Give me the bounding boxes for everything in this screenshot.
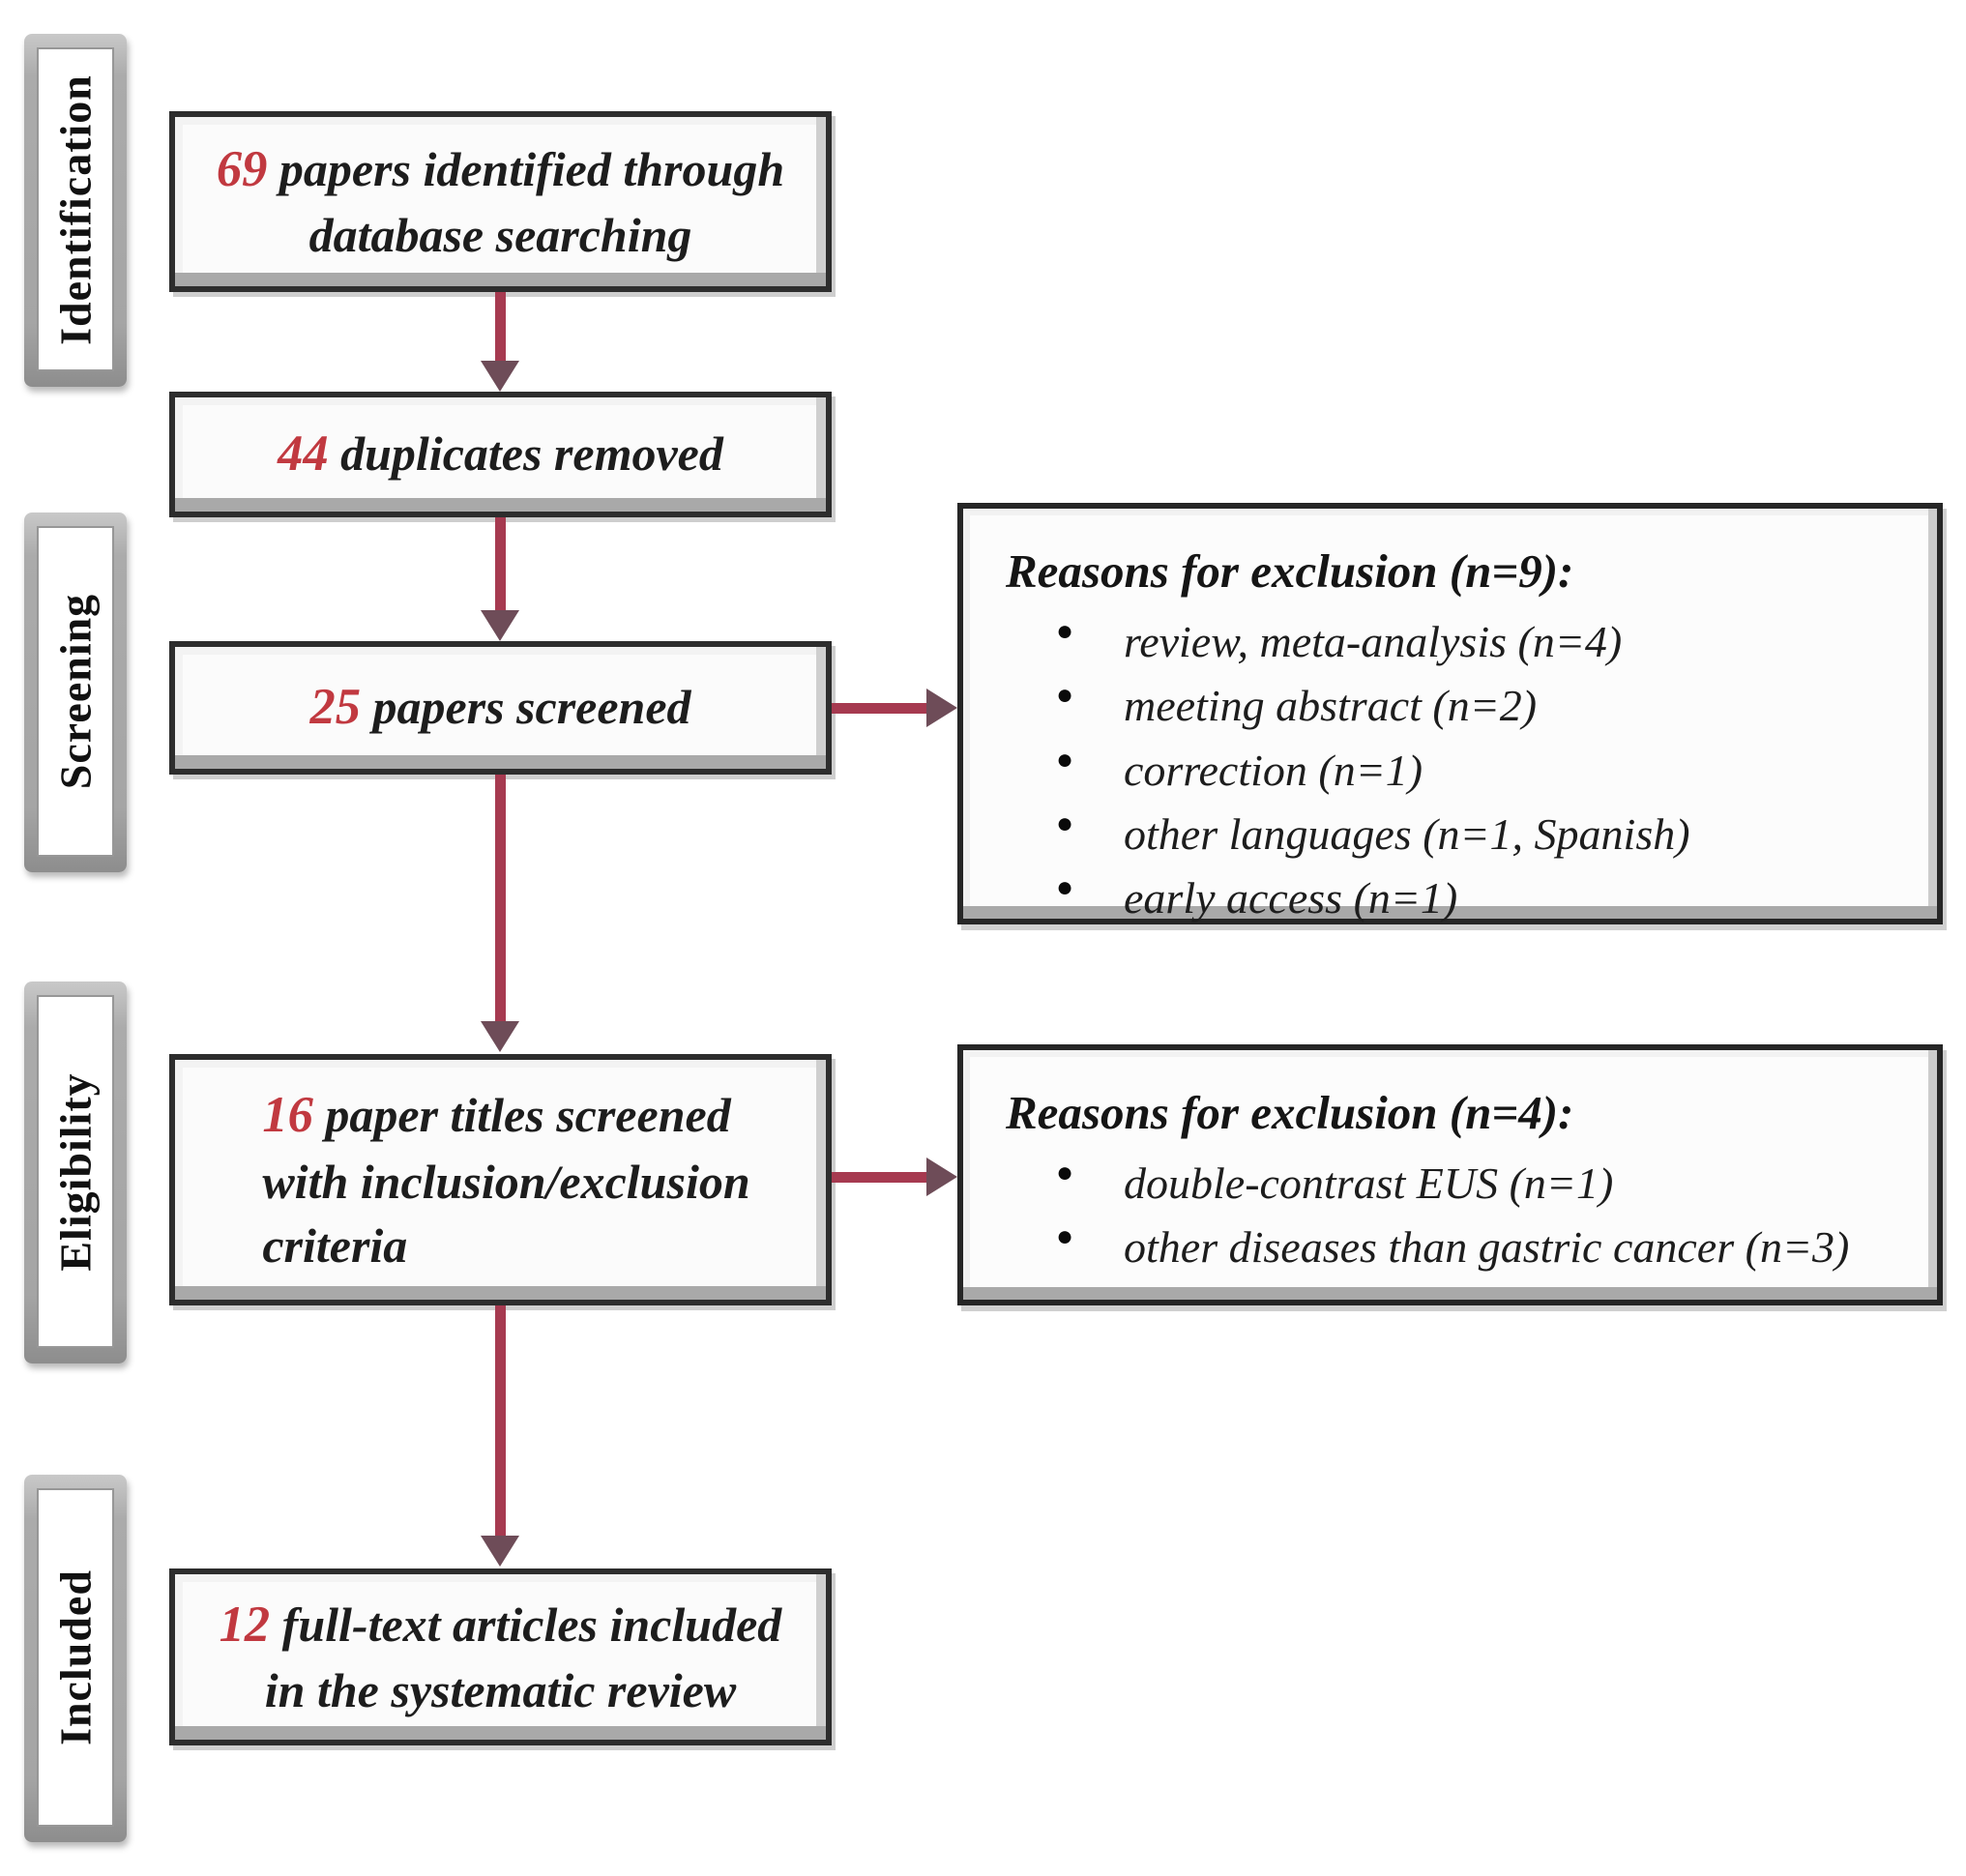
exclusion-reason: double-contrast EUS (n=1) [1124,1158,1614,1209]
bullet-icon: ● [1055,871,1074,904]
flow-box-text: 25 papers screened [284,674,716,741]
arrow-head-icon [481,610,519,641]
record-count: 44 [278,425,329,483]
arrow-head-icon [481,1536,519,1567]
stage-bar-identification: Identification [24,34,127,387]
arrow-shaft [495,1305,506,1539]
exclusion-reason: early access (n=1) [1124,873,1458,923]
record-count: 16 [262,1087,313,1144]
stage-bar-eligibility: Eligibility [24,982,127,1363]
arrow-head-icon [481,1021,519,1052]
flow-box-label: papers screened [360,680,691,735]
arrow-head-icon [926,1158,957,1196]
bullet-icon: ● [1055,615,1074,648]
flow-box-label: duplicates removed [328,426,723,482]
list-item: ● double-contrast EUS (n=1) [1006,1152,1894,1216]
flow-box-label: full-text articles included in the syste… [264,1597,782,1718]
list-item: ● correction (n=1) [1006,739,1894,803]
stage-label-screening: Screening [50,593,101,790]
arrow-head-icon [926,689,957,727]
stage-panel: Included [37,1488,114,1827]
bullet-icon: ● [1055,679,1074,712]
flow-box-text: 16 paper titles screened with inclusion/… [225,1082,775,1276]
flow-box-label: paper titles screened with inclusion/exc… [262,1088,750,1273]
stage-label-included: Included [50,1569,101,1745]
stage-bar-included: Included [24,1475,127,1842]
exclusion-list: ● double-contrast EUS (n=1) ● other dise… [1006,1152,1894,1279]
record-count: 69 [216,140,268,197]
flow-box-duplicates-removed: 44 duplicates removed [169,392,832,517]
bullet-icon: ● [1055,1220,1074,1253]
bullet-icon: ● [1055,743,1074,776]
flow-box-included: 12 full-text articles included in the sy… [169,1568,832,1745]
stage-panel: Eligibility [37,995,114,1348]
bullet-icon: ● [1055,1157,1074,1189]
exclusion-list: ● review, meta-analysis (n=4) ● meeting … [1006,610,1894,930]
record-count: 25 [309,679,361,736]
list-item: ● early access (n=1) [1006,866,1894,930]
arrow-shaft [495,517,506,613]
list-item: ● review, meta-analysis (n=4) [1006,610,1894,674]
exclusion-box-eligibility: Reasons for exclusion (n=4): ● double-co… [957,1044,1943,1305]
flow-box-screened: 25 papers screened [169,641,832,775]
exclusion-title: Reasons for exclusion (n=9): [1006,544,1574,598]
exclusion-reason: other languages (n=1, Spanish) [1124,808,1690,859]
arrow-shaft [832,1172,929,1183]
arrow-shaft [495,775,506,1024]
stage-panel: Identification [37,47,114,371]
exclusion-reason: meeting abstract (n=2) [1124,681,1538,731]
stage-label-eligibility: Eligibility [50,1071,101,1272]
arrow-shaft [832,703,929,714]
list-item: ● other languages (n=1, Spanish) [1006,803,1894,866]
exclusion-reason: review, meta-analysis (n=4) [1124,617,1623,667]
flow-box-identified: 69 papers identified through database se… [169,111,832,292]
flow-box-text: 12 full-text articles included in the sy… [194,1592,807,1722]
stage-bar-screening: Screening [24,513,127,872]
flow-box-label: papers identified through database searc… [279,141,785,263]
stage-label-identification: Identification [50,73,101,345]
list-item: ● other diseases than gastric cancer (n=… [1006,1216,1894,1279]
arrow-head-icon [481,361,519,392]
arrow-shaft [495,292,506,364]
record-count: 12 [219,1596,271,1653]
list-item: ● meeting abstract (n=2) [1006,674,1894,738]
exclusion-reason: other diseases than gastric cancer (n=3) [1124,1222,1850,1273]
bullet-icon: ● [1055,806,1074,839]
flow-box-eligibility-screened: 16 paper titles screened with inclusion/… [169,1054,832,1305]
flow-box-text: 44 duplicates removed [252,421,748,487]
stage-panel: Screening [37,526,114,857]
flow-box-text: 69 papers identified through database se… [191,136,809,267]
exclusion-box-screening: Reasons for exclusion (n=9): ● review, m… [957,503,1943,924]
exclusion-reason: correction (n=1) [1124,745,1423,795]
exclusion-title: Reasons for exclusion (n=4): [1006,1086,1574,1139]
